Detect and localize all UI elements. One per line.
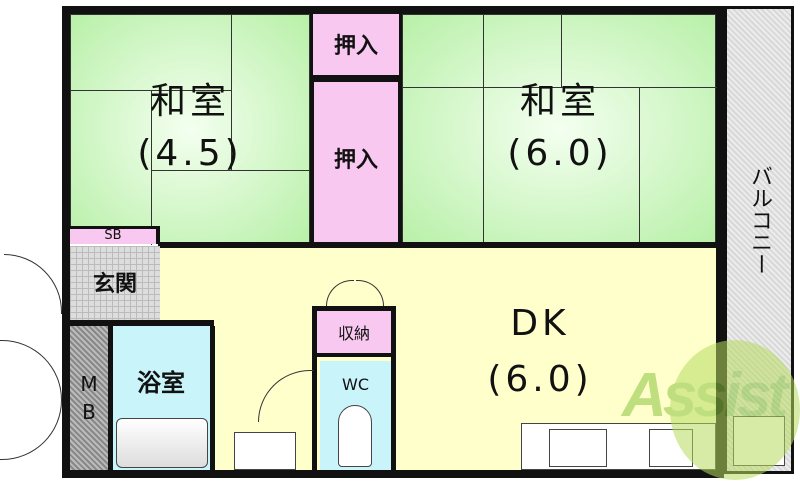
interior-wall [108,326,113,470]
sb-label: SB [104,228,122,243]
tatami-line [403,87,717,88]
tatami-line [231,15,232,170]
logo-swoosh [670,340,800,480]
tatami-line [151,170,311,171]
outer-wall [62,470,724,478]
balcony-label: バルコニー [747,165,772,275]
shuno-label: 収納 [337,324,370,343]
interior-wall [62,320,214,326]
washitsu-6-0-size: (6.0) [507,133,613,174]
mb-door[interactable] [0,400,62,460]
bathtub [116,418,208,468]
wc-label: WC [342,375,369,394]
room-washitsu-4-5 [70,14,311,245]
washitsu-6-0-name: 和室 [519,81,600,122]
interior-wall [391,306,396,470]
washbasin [234,432,296,470]
toilet [338,405,372,467]
room-genkan [70,246,160,322]
tatami-line [483,15,484,245]
mb-label: M B [80,372,98,424]
assist-logo: Assist [600,340,800,480]
entrance-door[interactable] [4,254,62,314]
mb-door[interactable] [0,340,62,400]
bath-label: 浴室 [137,369,185,397]
tatami-line [151,90,152,245]
tatami-line [639,87,640,245]
outer-wall [62,6,724,14]
genkan-label: 玄関 [92,272,137,297]
oshiire-mid-label: 押入 [333,148,378,173]
washitsu-4-5-size: (4.5) [137,133,243,174]
interior-wall [312,306,317,470]
washitsu-4-5-name: 和室 [149,81,230,122]
tatami-line [561,15,562,87]
dk-name: DK [510,303,570,344]
outer-wall [62,6,70,478]
interior-wall [210,326,215,470]
room-sb [70,226,160,244]
room-mb [70,326,108,470]
room-shuno [317,311,391,357]
room-oshiire-top [310,14,402,78]
interior-wall [312,306,396,311]
dk-size: (6.0) [487,359,593,400]
outer-wall [716,6,724,478]
sink [549,429,607,467]
oshiire-top-label: 押入 [333,34,378,59]
interior-wall [158,242,716,248]
room-washitsu-6-0 [402,14,717,245]
logo-text: Assist [622,361,788,430]
